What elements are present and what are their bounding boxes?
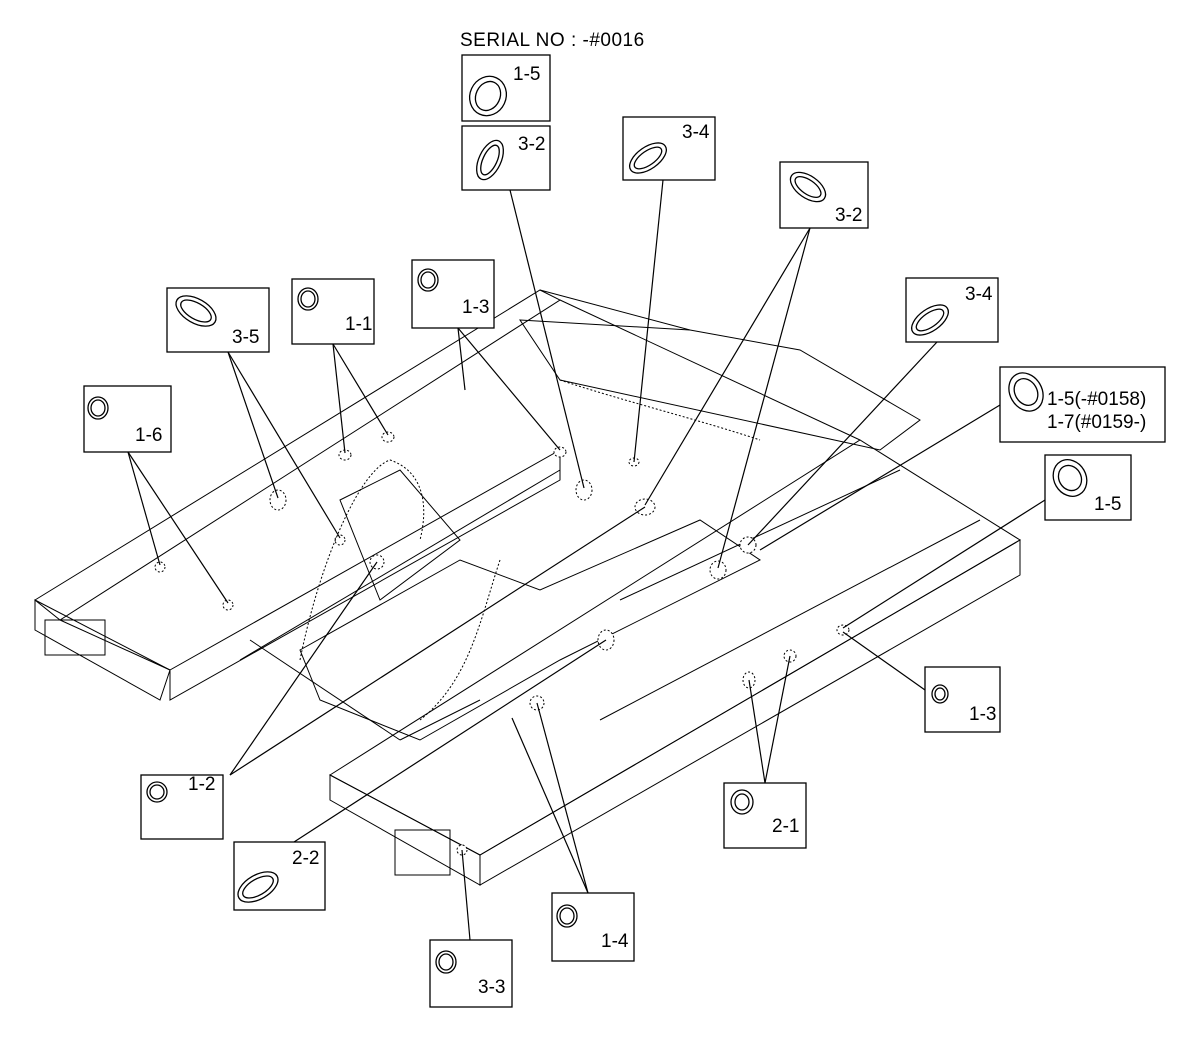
grommet-icon (468, 75, 508, 117)
callout-label: 1-3 (969, 704, 996, 725)
oval-grommet-icon (911, 304, 949, 336)
callout-label: 3-2 (518, 134, 545, 155)
callout-label: 1-5(-#0158) (1047, 389, 1146, 410)
grommet-icon (1008, 372, 1044, 412)
serial-number: SERIAL NO : -#0016 (460, 30, 645, 51)
oval-grommet-icon (629, 142, 667, 174)
callout-label: 1-4 (601, 931, 629, 952)
callout-3-5[interactable]: 3-5 (166, 287, 270, 353)
callout-1-5-top[interactable]: 1-5 (461, 54, 551, 122)
callout-label: 1-5 (1094, 494, 1121, 515)
callout-1-2[interactable]: 1-2 (140, 774, 224, 840)
callout-label: 3-4 (682, 122, 710, 143)
grommet-icon (435, 950, 457, 974)
callout-label-secondary: 1-7(#0159-) (1047, 412, 1146, 433)
callout-2-2[interactable]: 2-2 (233, 841, 326, 911)
callout-3-2-upper[interactable]: 3-2 (461, 125, 551, 191)
grommet-icon (730, 789, 754, 815)
callout-1-4[interactable]: 1-4 (551, 892, 635, 962)
callout-label: 1-3 (462, 297, 489, 318)
callout-1-3-upper[interactable]: 1-3 (411, 259, 495, 329)
callout-label: 1-1 (345, 314, 372, 335)
oval-grommet-icon (237, 871, 279, 903)
oval-grommet-icon (175, 295, 217, 327)
callout-label: 1-2 (188, 774, 215, 795)
grommet-icon (146, 781, 168, 803)
callout-label: 3-4 (965, 284, 993, 305)
oval-grommet-icon (476, 139, 504, 181)
grommet-icon (297, 287, 319, 311)
grommet-icon (556, 904, 578, 928)
callout-1-3-lower[interactable]: 1-3 (924, 666, 1001, 733)
oval-grommet-icon (789, 171, 827, 203)
callout-label: 2-2 (292, 848, 319, 869)
callout-2-1[interactable]: 2-1 (723, 782, 807, 849)
callout-1-1[interactable]: 1-1 (291, 278, 375, 345)
callout-3-4-top[interactable]: 3-4 (622, 116, 716, 181)
callout-3-2-right[interactable]: 3-2 (779, 161, 869, 229)
grommet-icon (417, 268, 439, 292)
callout-label: 1-5 (513, 64, 540, 85)
callout-label: 2-1 (772, 816, 799, 837)
callout-label: 3-2 (835, 205, 862, 226)
callout-label: 3-3 (478, 977, 505, 998)
callout-3-4-right[interactable]: 3-4 (905, 277, 999, 343)
leader-lines (127, 179, 1046, 941)
callout-3-3[interactable]: 3-3 (429, 939, 513, 1008)
callout-1-5-right[interactable]: 1-5 (1044, 454, 1132, 521)
grommet-icon (87, 396, 109, 420)
grommet-icon (1052, 459, 1088, 497)
callout-1-5-1-7[interactable]: 1-5(-#0158) 1-7(#0159-) (999, 366, 1166, 443)
callout-label: 3-5 (232, 327, 259, 348)
callout-1-6[interactable]: 1-6 (83, 385, 172, 453)
callout-label: 1-6 (135, 425, 162, 446)
lower-frame-drawing (34, 289, 1021, 886)
grommet-icon (931, 684, 949, 704)
